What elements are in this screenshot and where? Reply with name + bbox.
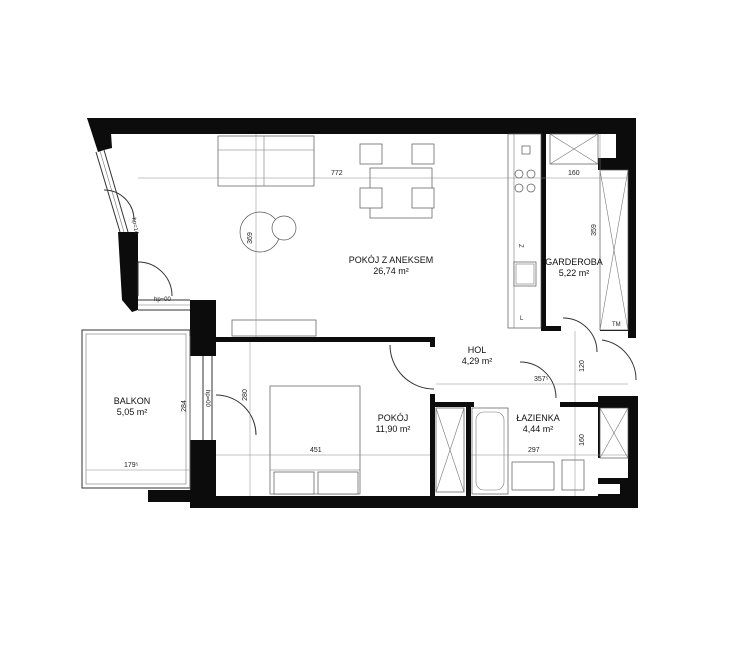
label-hp00-top: hp=00 [154,297,172,303]
stove-burner-icon [514,183,524,193]
doors [103,189,637,436]
stove-burner-icon [526,169,536,179]
living-furniture [217,135,435,337]
stove-burner-icon [526,183,536,193]
label-hp14: hp=14 [130,217,139,235]
dim-160-bottom: 160 [579,434,586,446]
room-labels: POKÓJ Z ANEKSEM 26,74 m² GARDEROBA 5,22 … [114,255,603,434]
wall-right-lower [628,398,638,508]
room-area-hol: 4,29 m² [462,356,493,366]
wall-garderoba-bottom [541,326,561,331]
room-area-balkon: 5,05 m² [117,407,148,417]
washbasin [511,461,555,491]
room-area-pokoj-z-aneksem: 26,74 m² [373,266,409,276]
bathroom-fixtures [435,407,629,495]
dim-357: 357⁵ [534,376,549,383]
sofa [217,135,315,187]
room-name-lazienka: ŁAZIENKA [516,413,560,423]
room-area-garderoba: 5,22 m² [559,268,590,278]
wall-bathroom-top-left [430,402,474,407]
wall-top-right-pillar [598,118,636,170]
wall-top [87,118,598,134]
room-area-lazienka: 4,44 m² [523,424,554,434]
room-name-garderoba: GARDEROBA [545,257,603,267]
walls [87,118,638,508]
toilet [561,459,585,491]
bedroom-furniture [269,385,361,495]
wall-room-divider [216,337,434,342]
wall-bathroom-left [466,402,471,496]
dimension-labels: 772 160 369 359 120 357⁵ 280 284 451 297… [124,170,598,469]
tv-cabinet [231,319,317,337]
chair [411,187,435,209]
label-tm: TM [612,322,621,328]
label-z: Z [517,244,523,248]
dim-359: 359 [591,224,598,236]
chair [359,143,383,165]
dim-772: 772 [331,170,343,177]
coffee-table-small [271,215,297,241]
windows [95,149,213,440]
wall-balcony-left-bottom [190,440,216,508]
dim-284: 284 [181,400,188,412]
wall-left-mid [118,232,138,312]
dim-451: 451 [310,447,322,454]
wall-garderoba-left [541,134,546,330]
room-name-pokoj-z-aneksem: POKÓJ Z ANEKSEM [349,255,434,265]
dim-179: 179⁵ [124,462,139,469]
dim-297: 297 [528,447,540,454]
room-name-balkon: BALKON [114,396,151,406]
dim-120: 120 [579,360,586,372]
wall-bottom [190,496,638,508]
wall-hol-corner [430,337,435,347]
wall-left-upper [87,118,112,152]
label-hp00-side: hp=00 [204,390,210,408]
bathtub [471,407,509,495]
wall-balcony-left-top [190,300,216,356]
wall-balcony-bottom [148,490,190,502]
kitchen-sink-icon [513,261,537,287]
small-labels: hp=14 hp=00 hp=00 TM Z L [130,217,621,407]
wall-right-upper [628,118,636,338]
kitchen-counter [507,133,542,329]
garderoba-wardrobe [549,133,629,331]
dim-369: 369 [247,232,254,244]
wall-pokoj-right [430,394,435,496]
chair [359,187,383,209]
kitchen [507,133,542,329]
label-l: L [520,316,524,322]
dim-280: 280 [242,389,249,401]
stove-burner-icon [514,169,524,179]
dimension-lines [86,134,628,496]
room-name-pokoj: POKÓJ [378,413,409,423]
wall-bathroom-top-right [560,402,600,407]
chair [411,143,435,165]
room-name-hol: HOL [468,345,487,355]
dim-160-top: 160 [568,170,580,177]
room-area-pokoj: 11,90 m² [376,424,411,434]
